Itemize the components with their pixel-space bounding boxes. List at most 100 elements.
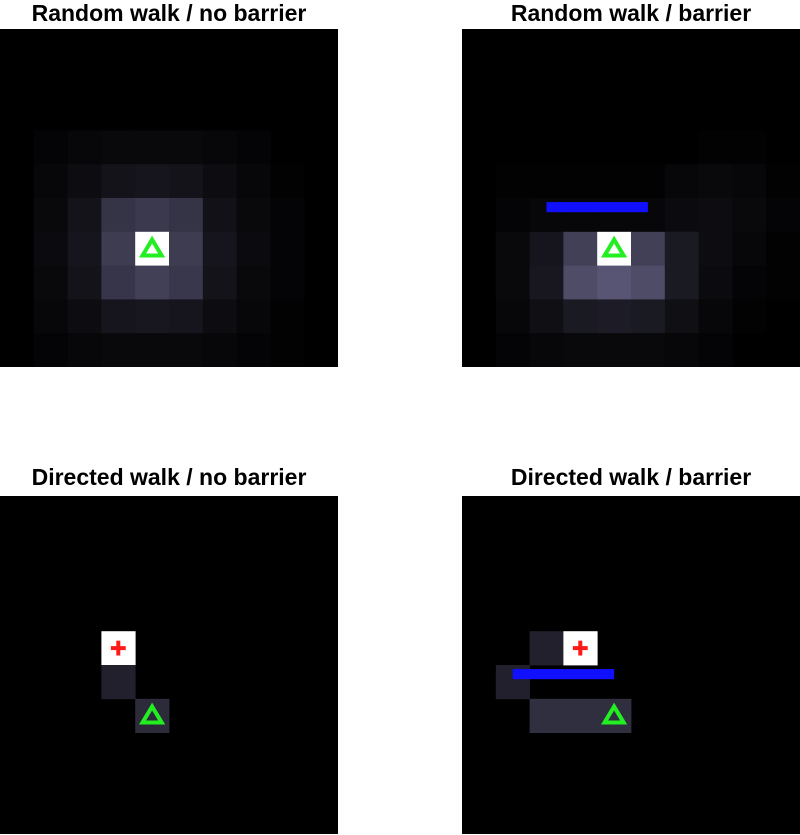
grid-cell: [236, 164, 271, 199]
grid-cell: [67, 198, 102, 233]
grid-cell: [33, 299, 68, 334]
grid-cell: [33, 164, 68, 199]
grid-cell: [135, 198, 170, 233]
grid-cell: [270, 299, 305, 334]
grid-cell: [766, 198, 800, 233]
grid-cell: [270, 265, 305, 300]
grid-cell: [732, 265, 767, 300]
grid-cell: [597, 299, 632, 334]
grid-cell: [529, 698, 564, 733]
grid-cell: [67, 130, 102, 165]
grid-cell: [732, 130, 767, 165]
grid-cell: [135, 333, 170, 367]
grid-cell: [529, 231, 564, 266]
grid-cell: [270, 198, 305, 233]
grid-cell: [101, 198, 136, 233]
goal-cross-icon: [110, 640, 126, 656]
grid-cell: [236, 198, 271, 233]
grid-cell: [202, 231, 237, 266]
grid-cell: [698, 198, 733, 233]
grid-cell: [101, 130, 136, 165]
grid-cell: [597, 265, 632, 300]
grid-cell: [732, 164, 767, 199]
grid-cell: [529, 265, 564, 300]
grid-cell: [529, 631, 564, 666]
grid-cell: [495, 231, 530, 266]
grid-cell: [732, 231, 767, 266]
grid-cell: [698, 265, 733, 300]
grid-cell: [67, 299, 102, 334]
grid-cell: [270, 231, 305, 266]
grid-cell: [495, 265, 530, 300]
grid-cell: [169, 299, 204, 334]
grid-cell: [169, 265, 204, 300]
grid-cell: [169, 231, 204, 266]
grid-cell: [529, 333, 564, 367]
start-triangle-icon: [600, 702, 628, 725]
grid-cell: [101, 265, 136, 300]
panel-title: Random walk / no barrier: [31, 0, 307, 26]
start-triangle-icon: [138, 235, 166, 258]
grid-cell: [169, 130, 204, 165]
grid-cell: [495, 333, 530, 367]
grid-cell: [664, 164, 699, 199]
grid-cell: [67, 231, 102, 266]
grid-cell: [563, 164, 598, 199]
grid-cell: [698, 130, 733, 165]
barrier: [512, 669, 615, 680]
grid-cell: [664, 299, 699, 334]
heatmap-grid: [0, 496, 338, 834]
barrier: [546, 202, 648, 213]
grid-cell: [202, 333, 237, 367]
grid-cell: [169, 164, 204, 199]
grid-cell: [698, 333, 733, 367]
panel-title: Random walk / barrier: [510, 0, 752, 26]
heatmap-grid: [462, 29, 800, 367]
grid-cell: [67, 265, 102, 300]
grid-cell: [732, 299, 767, 334]
grid-cell: [597, 333, 632, 367]
grid-cell: [631, 265, 666, 300]
grid-cell: [270, 164, 305, 199]
grid-cell: [664, 198, 699, 233]
grid-cell: [169, 198, 204, 233]
grid-cell: [631, 231, 666, 266]
grid-cell: [67, 333, 102, 367]
grid-cell: [495, 299, 530, 334]
grid-cell: [236, 265, 271, 300]
heatmap-grid: [0, 29, 338, 367]
grid-cell: [766, 265, 800, 300]
grid-cell: [135, 265, 170, 300]
grid-cell: [766, 231, 800, 266]
grid-cell: [101, 231, 136, 266]
grid-cell: [766, 164, 800, 199]
heatmap-grid: [462, 496, 800, 834]
grid-cell: [236, 333, 271, 367]
grid-cell: [135, 164, 170, 199]
grid-cell: [101, 333, 136, 367]
grid-cell: [101, 299, 136, 334]
grid-cell: [202, 164, 237, 199]
grid-cell: [664, 265, 699, 300]
goal-cross-icon: [572, 640, 588, 656]
grid-cell: [495, 164, 530, 199]
grid-cell: [631, 164, 666, 199]
grid-cell: [236, 231, 271, 266]
grid-cell: [135, 299, 170, 334]
grid-cell: [597, 164, 632, 199]
grid-cell: [33, 265, 68, 300]
grid-cell: [135, 130, 170, 165]
grid-cell: [529, 299, 564, 334]
grid-cell: [631, 299, 666, 334]
grid-cell: [698, 231, 733, 266]
grid-cell: [698, 299, 733, 334]
grid-cell: [563, 231, 598, 266]
grid-cell: [563, 265, 598, 300]
grid-cell: [270, 333, 305, 367]
grid-cell: [236, 130, 271, 165]
grid-cell: [732, 198, 767, 233]
grid-cell: [202, 198, 237, 233]
grid-cell: [563, 333, 598, 367]
panel-title: Directed walk / barrier: [510, 464, 752, 490]
grid-cell: [33, 198, 68, 233]
